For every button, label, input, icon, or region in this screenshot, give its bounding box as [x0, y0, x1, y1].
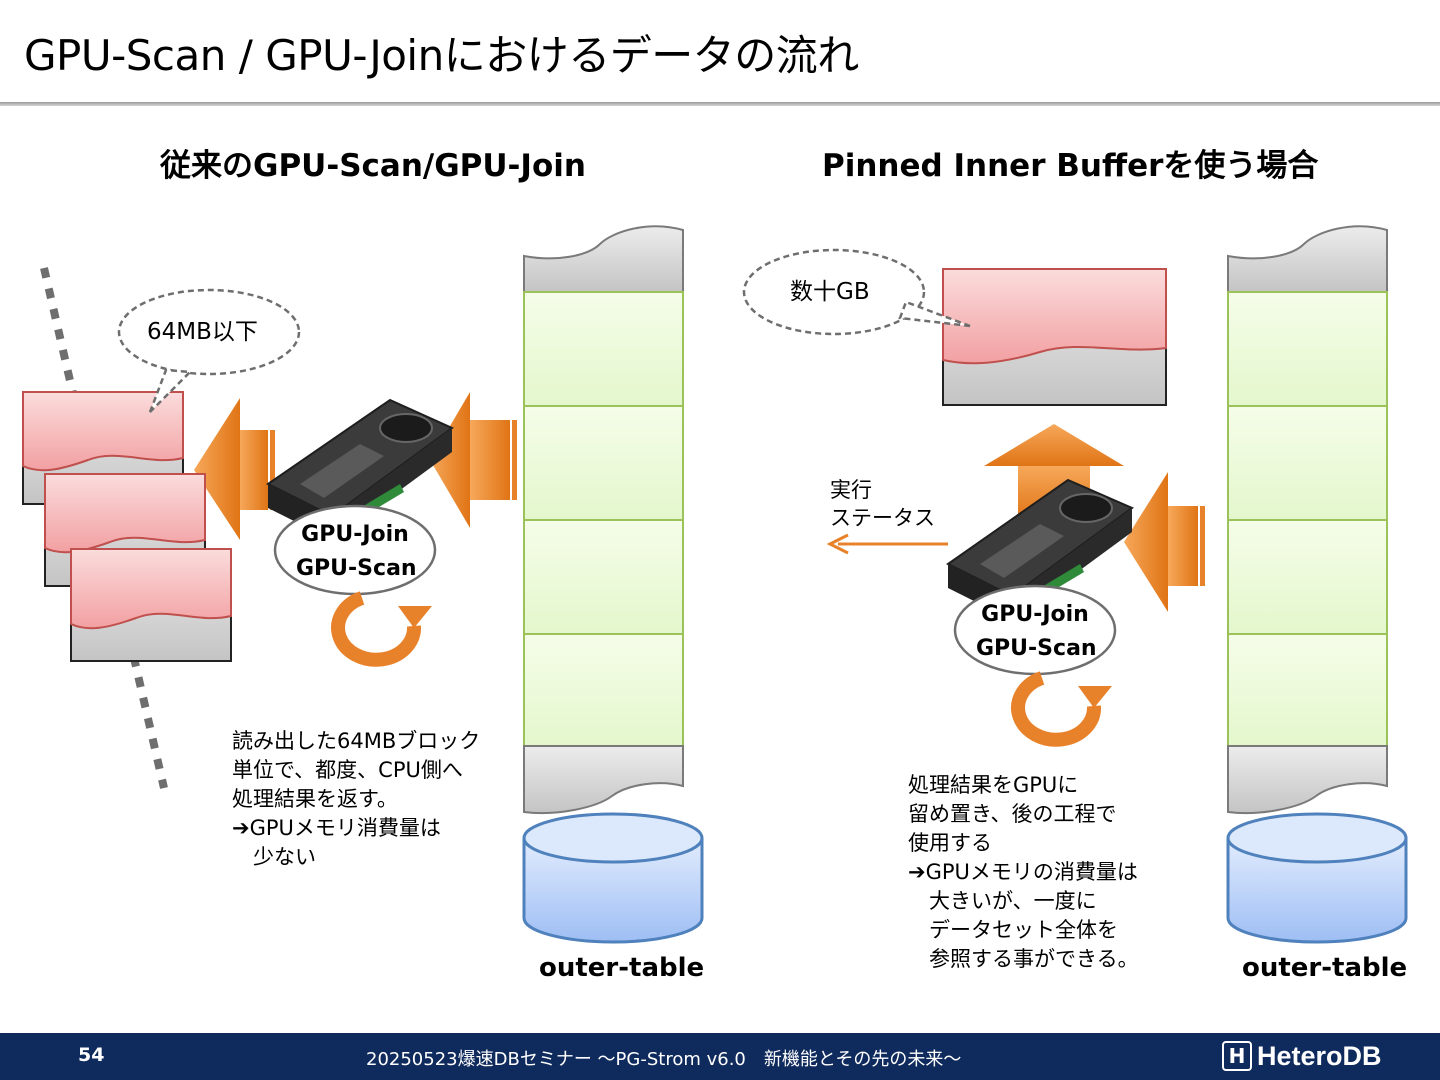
title-divider	[0, 102, 1440, 106]
status-label-line1: 実行	[830, 478, 872, 502]
note-line: 読み出した64MBブロック	[232, 729, 481, 753]
note-line: 処理結果をGPUに	[908, 773, 1079, 797]
left-gpu-label-scan: GPU-Scan	[296, 556, 417, 581]
outer-table-left	[523, 225, 684, 815]
right-heading: Pinned Inner Bufferを使う場合	[822, 148, 1319, 184]
table-block	[1227, 519, 1388, 635]
table-block	[1227, 633, 1388, 747]
logo-text: HeteroDB	[1257, 1040, 1382, 1071]
refresh-icon	[331, 591, 432, 667]
arrow-left-icon	[430, 392, 517, 528]
table-block	[523, 519, 684, 635]
note-line: 単位で、都度、CPU側へ	[232, 758, 463, 782]
right-gpu-label-scan: GPU-Scan	[976, 636, 1097, 661]
page-number: 54	[78, 1044, 105, 1066]
result-buffer	[70, 548, 232, 662]
note-line: 留め置き、後の工程で	[908, 802, 1117, 826]
size-callout	[742, 248, 971, 336]
note-line: 使用する	[908, 831, 992, 855]
table-block	[1227, 291, 1388, 407]
note-line: 参照する事ができる。	[908, 947, 1139, 971]
table-block	[523, 291, 684, 407]
note-line: 処理結果を返す。	[232, 787, 398, 811]
status-arrow-icon	[826, 533, 948, 555]
slide-title: GPU-Scan / GPU-Joinにおけるデータの流れ	[24, 31, 859, 80]
outer-table-right	[1227, 225, 1388, 815]
heterodb-logo: H HeteroDB	[1222, 1039, 1382, 1073]
left-gpu-label-join: GPU-Join	[301, 522, 409, 547]
left-table-label: outer-table	[539, 953, 705, 983]
note-line: ➔GPUメモリの消費量は	[908, 860, 1138, 884]
right-bubble-text: 数十GB	[790, 279, 870, 305]
status-label-line2: ステータス	[830, 506, 935, 530]
size-callout	[117, 288, 301, 413]
event-title: 20250523爆速DBセミナー ～PG-Strom v6.0 新機能とその先の…	[366, 1049, 962, 1070]
table-block	[1227, 405, 1388, 521]
refresh-icon	[1011, 671, 1112, 747]
pinned-inner-buffer	[942, 268, 1167, 406]
right-table-label: outer-table	[1242, 953, 1408, 983]
right-gpu-label-join: GPU-Join	[981, 602, 1089, 627]
arrow-left-icon	[1124, 472, 1205, 612]
note-line: ➔GPUメモリ消費量は	[232, 816, 441, 840]
arrow-left-icon	[194, 398, 275, 540]
logo-mark-icon: H	[1222, 1041, 1252, 1071]
note-line: 大きいが、一度に	[908, 889, 1097, 913]
database-cylinder-icon	[522, 812, 704, 944]
boundary-line	[40, 267, 168, 789]
database-cylinder-icon	[1226, 812, 1408, 944]
footer-bar	[0, 1033, 1440, 1080]
table-block	[523, 633, 684, 747]
note-line: データセット全体を	[908, 918, 1118, 942]
left-heading: 従来のGPU-Scan/GPU-Join	[160, 148, 586, 184]
left-bubble-text: 64MB以下	[147, 319, 258, 345]
data-flow-diagram	[22, 225, 1408, 944]
table-block	[523, 405, 684, 521]
note-line: 少ない	[232, 845, 316, 869]
